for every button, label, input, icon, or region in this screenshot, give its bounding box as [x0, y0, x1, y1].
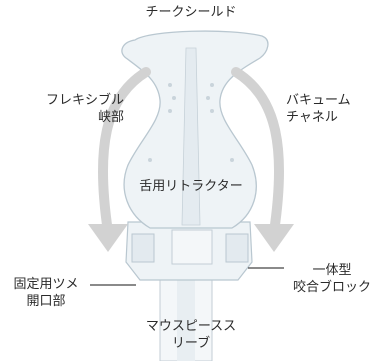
label-bite-block-line2: 咬合ブロック [292, 280, 371, 295]
label-fixing-claw-line2: 開口部 [26, 294, 66, 309]
bite-block-shape [125, 221, 253, 281]
label-mouthpiece-sleeve-line1: マウスピースス [145, 319, 237, 334]
label-vacuum-channel-line1: バキューム [286, 93, 351, 108]
label-fixing-claw: 固定用ツメ 開口部 [2, 276, 90, 310]
mouthpiece-sleeve-shape [159, 271, 213, 361]
right-flow-arrow [231, 67, 294, 252]
left-flow-arrow [88, 67, 151, 252]
label-flexible-neck: フレキシブル 峡部 [20, 92, 124, 126]
label-bite-block-line1: 一体型 [312, 263, 352, 278]
label-vacuum-channel-line2: チャネル [286, 110, 338, 125]
label-cheek-shield: チークシールド [145, 5, 237, 20]
label-flexible-neck-line2: 峡部 [97, 110, 124, 125]
label-mouthpiece-sleeve: マウスピースス リーブ [130, 318, 252, 352]
neck-dots [148, 83, 234, 162]
label-tongue-retractor: 舌用リトラクター [139, 179, 243, 194]
label-fixing-claw-line1: 固定用ツメ [13, 277, 79, 292]
label-vacuum-channel: バキューム チャネル [286, 92, 378, 126]
label-bite-block: 一体型 咬合ブロック [284, 262, 380, 296]
label-mouthpiece-sleeve-line2: リーブ [171, 336, 211, 351]
center-rib-shape [181, 47, 201, 226]
label-flexible-neck-line1: フレキシブル [45, 93, 124, 108]
